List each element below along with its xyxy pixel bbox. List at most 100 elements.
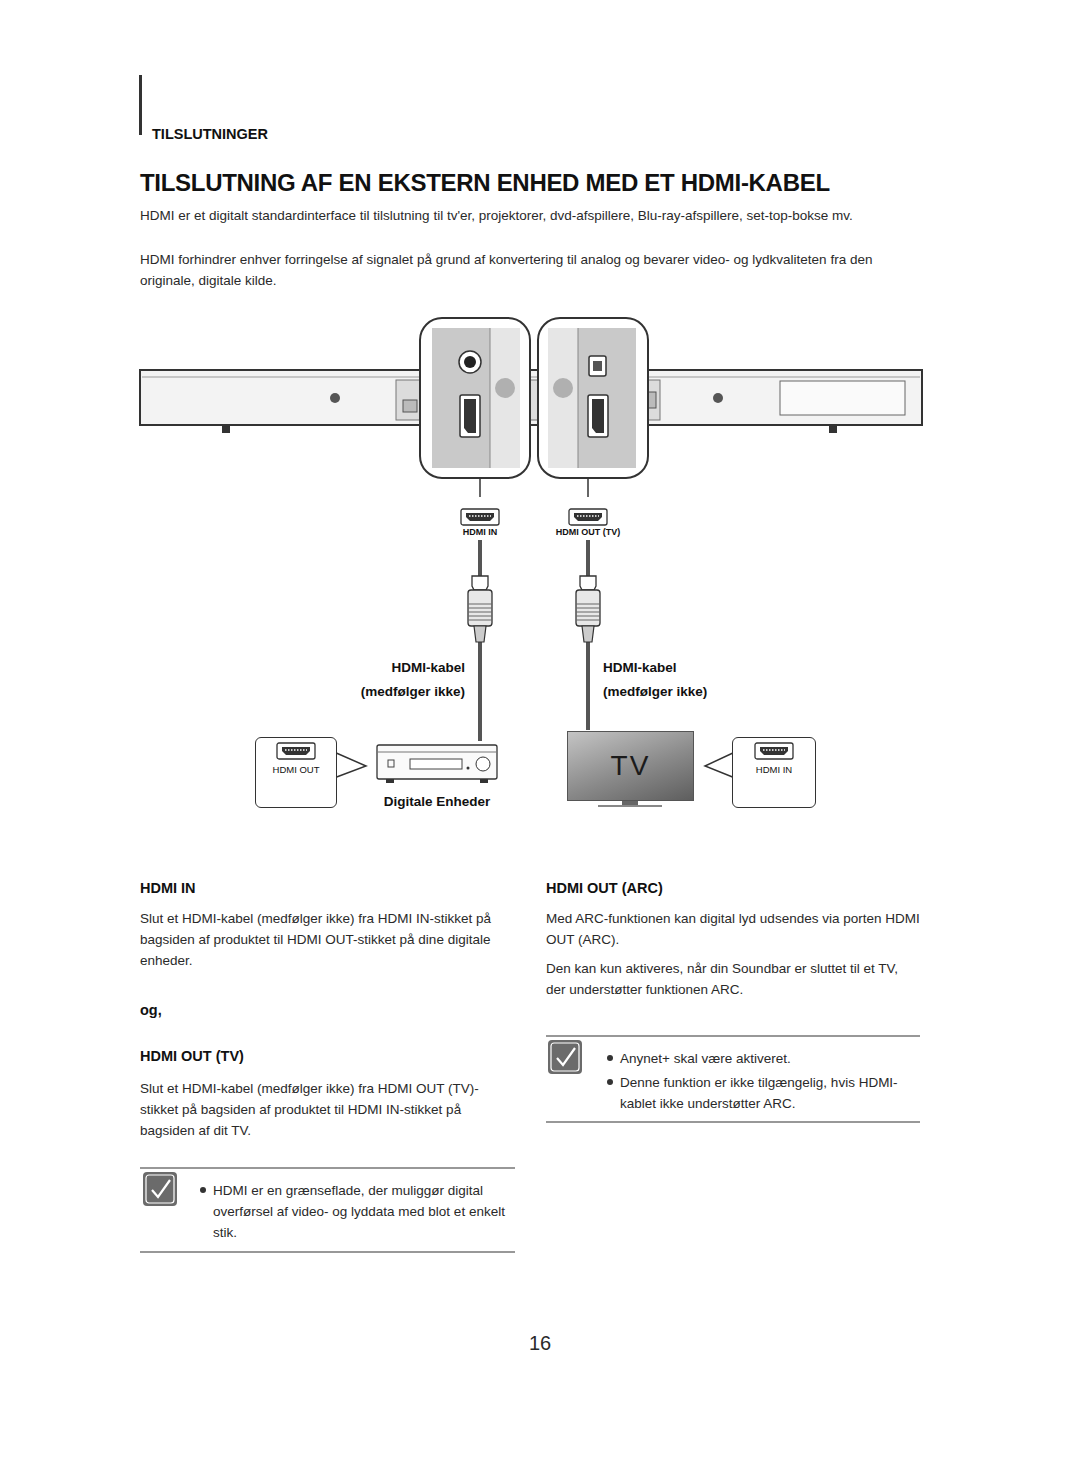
illustration-part [467,767,470,770]
illustration-part [466,513,494,521]
illustration-part [420,318,530,478]
illustration-part [469,515,491,517]
port-label: HDMI IN [442,508,518,538]
illustration-part [576,576,600,642]
illustration-part [146,1175,174,1203]
illustration-part [569,509,607,525]
port-callout: HDMI IN [732,737,816,808]
node-text: HDMI OUT [262,764,330,776]
illustration-part [476,757,490,771]
body-text: Slut et HDMI-kabel (medfølger ikke) fra … [140,908,515,971]
illustration-part [578,328,636,468]
illustration-part [468,620,492,621]
illustration-part [576,616,600,617]
illustration-part [622,801,638,805]
illustration-part [576,612,600,613]
body-text: Slut et HDMI-kabel (medfølger ikke) fra … [140,1078,515,1141]
port-label: HDMI OUT (TV) [535,508,641,538]
illustration-part [285,749,307,751]
illustration-part [377,745,497,779]
illustration-part [468,612,492,613]
illustration-part [548,1040,582,1074]
node-text: Digitale Enheder [364,794,510,809]
illustration-part [460,395,480,437]
port-callout: HDMI OUT [255,737,337,808]
body-text: Den kan kun aktiveres, når din Soundbar … [546,958,921,1000]
illustration-part [593,361,602,371]
illustration-part [589,356,606,376]
illustration-part [152,1180,170,1197]
illustration-part [763,749,785,751]
connector-word: og, [140,1000,240,1021]
illustration-part [461,509,499,525]
tv-screen: TV [567,731,694,801]
illustration-part [576,608,600,609]
node-text: HDMI IN [739,764,809,776]
node-text: HDMI IN [442,526,518,538]
illustration-part [538,318,648,478]
illustration-part [576,590,600,626]
section-heading: HDMI OUT (TV) [140,1046,440,1067]
illustration-part [480,779,488,783]
illustration-part [760,747,788,755]
cable-label: HDMI-kabel (medfølger ikke) [340,656,465,704]
illustration-part [588,395,608,437]
illustration-part [648,392,656,408]
illustration-part [459,351,481,373]
illustration-part [705,752,735,778]
note-text: Anynet+ skal være aktiveret. [620,1048,918,1069]
illustration-part [580,576,596,590]
device-drawing [374,742,500,786]
hdmi-port-icon [276,742,316,760]
illustration-part [576,604,600,605]
illustration-part [780,381,905,415]
zoom-hdmi-out [538,318,648,497]
illustration-part [553,378,573,398]
illustration-part [548,328,578,468]
hdmi-plugs [468,576,600,642]
illustration-part [546,1035,920,1036]
body-text: Med ARC-funktionen kan digital lyd udsen… [546,908,921,950]
illustration-part [410,759,462,769]
hdmi-port-icon [754,742,794,760]
note-text: Denne funktion er ikke tilgængelig, hvis… [620,1072,918,1114]
illustration-part [479,478,481,497]
intro-text: HDMI er et digitalt standardinterface ti… [140,205,920,226]
node-text: TV [611,750,651,782]
digital-device: Digitale Enheder [364,742,510,809]
illustration-part [578,328,579,468]
illustration-part [472,576,488,590]
illustration-part [557,1048,575,1065]
illustration-part [139,75,142,135]
illustration-part [468,590,492,626]
illustration-part [468,616,492,617]
illustration-part [598,805,662,807]
illustration-part [592,399,604,433]
illustration-part [755,743,793,759]
illustration-part [713,393,723,403]
illustration-part [546,1121,920,1122]
page-title: TILSLUTNING AF EN EKSTERN ENHED MED ET H… [140,168,940,198]
illustration-part [582,626,594,642]
illustration-part [829,425,837,433]
section-heading: HDMI OUT (ARC) [546,878,846,899]
illustration-part [468,608,492,609]
illustration-part [548,1040,582,1074]
illustration-part [140,1251,515,1252]
illustration-part [282,747,310,755]
illustration-part [143,1172,177,1206]
bullet [200,1187,206,1193]
illustration-part [474,626,486,642]
intro-text: HDMI forhindrer enhver forringelse af si… [140,249,920,291]
illustration-part [277,743,315,759]
illustration-part [574,513,602,521]
illustration-part [330,393,340,403]
cable-label: HDMI-kabel (medfølger ikke) [603,656,728,704]
illustration-part [432,328,490,468]
illustration-part [576,620,600,621]
illustration-part [377,752,497,753]
illustration-part [334,752,366,778]
node-text: HDMI OUT (TV) [535,526,641,538]
hdmi-port-icon [460,508,500,526]
illustration-part [143,1172,177,1206]
